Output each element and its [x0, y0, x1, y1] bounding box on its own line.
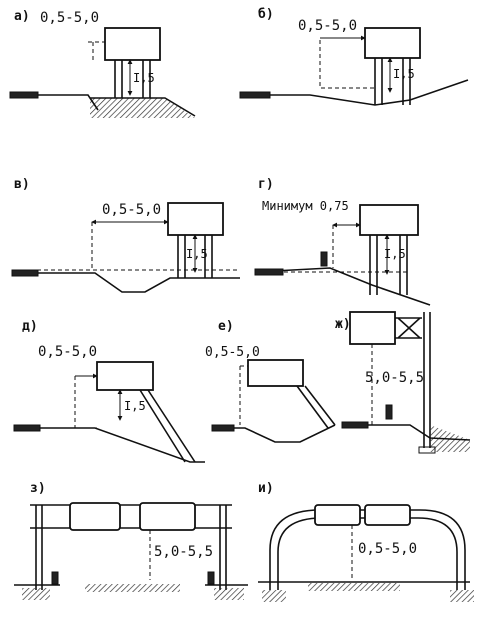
panel-d-offset-dimension: 0,5-5,0	[38, 344, 97, 360]
panel-i-roadway-hatch	[308, 583, 400, 591]
panel-a-road-surface	[9, 91, 39, 99]
panel-z-sign-board-left	[69, 502, 121, 531]
panel-g-height-dimension: I,5	[384, 247, 406, 261]
panel-zh-road-surface	[341, 421, 369, 429]
panel-zh-height-dimension: 5,0-5,5	[365, 370, 424, 386]
panel-g-road-surface	[254, 268, 284, 276]
panel-e-offset-dimension: 0,5-5,0	[205, 345, 260, 360]
panel-z-label: з)	[30, 481, 46, 496]
panel-g: г) Минимум 0,75 I,5	[254, 177, 431, 306]
panel-i-label: и)	[258, 481, 274, 496]
panel-a: a) 0,5-5,0 I,5	[9, 9, 196, 118]
panel-v-sign-board	[167, 202, 224, 236]
panel-e-road-surface	[211, 424, 235, 432]
panel-b-offset-dimension: 0,5-5,0	[298, 18, 357, 34]
panel-zh-label: ж)	[335, 317, 351, 332]
panel-v-reference-line	[30, 222, 240, 271]
panel-e-sign-board	[247, 359, 304, 387]
panel-z-height-dimension: 5,0-5,5	[154, 544, 213, 560]
panel-i-foundation-right	[450, 590, 474, 602]
panel-v-offset-dimension: 0,5-5,0	[102, 202, 161, 218]
panel-b-offset-line	[319, 40, 375, 89]
panel-z-foundation-left	[22, 588, 50, 600]
panel-a-sign-board	[104, 27, 161, 61]
panel-z-sign-board-right	[139, 502, 196, 531]
panel-i-foundation-left	[262, 590, 286, 602]
panel-zh: ж) 5,0-5,5	[335, 311, 471, 454]
panel-zh-sign-board	[349, 311, 396, 345]
panel-i-height-dimension: 0,5-5,0	[358, 541, 417, 557]
panel-g-label: г)	[258, 177, 274, 192]
panel-e-label: е)	[218, 319, 234, 334]
panel-i-sign-board-left	[314, 504, 361, 526]
panel-a-height-dimension: I,5	[133, 71, 155, 85]
panel-i-sign-board-right	[364, 504, 411, 526]
panel-d-sign-board	[96, 361, 154, 391]
panel-v-ground-line	[12, 272, 240, 293]
panel-d: д) 0,5-5,0 I,5	[13, 319, 205, 463]
panel-e-offset-line	[239, 365, 248, 425]
panel-d-label: д)	[22, 319, 38, 334]
panel-zh-cantilever-truss	[395, 317, 422, 339]
panel-v-label: в)	[14, 177, 30, 192]
panel-z-curb-right	[207, 571, 215, 585]
panel-d-post-inner	[139, 389, 186, 463]
panel-b: б) 0,5-5,0 I,5	[239, 7, 469, 106]
panel-b-height-dimension: I,5	[393, 67, 415, 81]
panel-i: и) 0,5-5,0	[258, 481, 474, 602]
panel-b-road-surface	[239, 91, 271, 99]
panel-e-post-outer	[304, 385, 336, 426]
panel-v-road-surface	[11, 269, 39, 277]
panel-v: в) 0,5-5,0 I,5	[11, 177, 240, 293]
panel-a-embankment-hatch	[90, 98, 195, 118]
panel-zh-ground-line	[342, 424, 471, 441]
panel-z: з) 5,0-5,5	[14, 481, 248, 600]
panel-z-curb-left	[51, 571, 59, 585]
panel-d-post-outer	[147, 389, 196, 463]
panel-a-offset-dimension: 0,5-5,0	[40, 10, 99, 26]
panel-g-min-dimension: Минимум 0,75	[262, 199, 349, 213]
panel-d-height-dimension: I,5	[124, 399, 146, 413]
panel-g-curb-post	[320, 251, 328, 267]
panel-g-ground-line	[254, 267, 431, 306]
panel-e: е) 0,5-5,0	[205, 319, 336, 443]
panel-b-ground-line	[240, 79, 469, 106]
panel-zh-foundation	[418, 446, 436, 454]
panel-e-post-inner	[296, 385, 329, 429]
panel-zh-curb-post	[385, 404, 393, 420]
panel-d-ground-line	[14, 427, 205, 463]
panel-z-foundation-right	[214, 588, 244, 600]
panel-a-offset-line	[88, 41, 105, 60]
panel-b-label: б)	[258, 7, 274, 22]
panel-a-label: a)	[14, 9, 30, 24]
panel-z-roadway-hatch	[85, 584, 180, 592]
panel-g-sign-board	[359, 204, 419, 236]
panel-d-road-surface	[13, 424, 41, 432]
panel-b-sign-board	[364, 27, 421, 59]
panel-v-height-dimension: I,5	[186, 247, 208, 261]
